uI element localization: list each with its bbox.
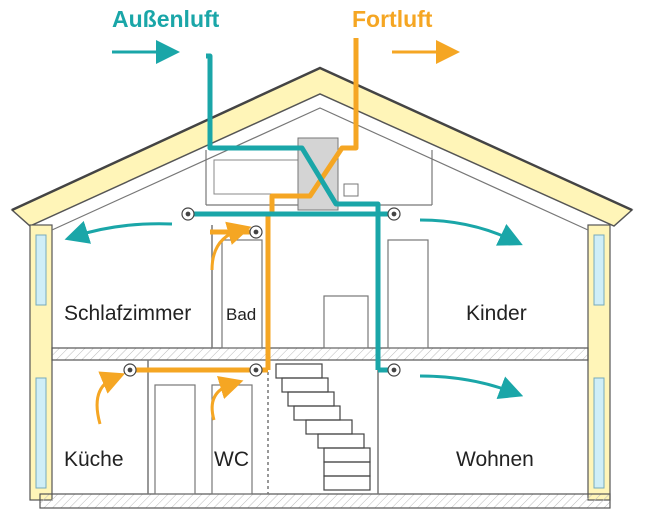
exhaust-air-label: Fortluft [352,6,433,32]
curved-arrow-icon [210,221,252,271]
air-valve-icon [387,363,401,377]
curved-arrow-icon [95,371,126,425]
curved-arrow-icon [419,374,524,399]
room-label-bedroom: Schlafzimmer [64,302,191,325]
air-valve-icon [181,207,195,221]
staircase [275,363,371,491]
air-valve-icon [249,363,263,377]
room-airflow-arrows [64,218,524,425]
outside-air-label: Außenluft [112,6,220,32]
curved-arrow-icon [419,218,523,246]
room-label-bathroom: Bad [226,305,256,324]
air-valve-icon [123,363,137,377]
air-valves [123,207,401,377]
room-label-living: Wohnen [456,448,534,471]
room-label-kitchen: Küche [64,448,124,471]
curved-arrow-icon [64,220,173,244]
exterior-walls [29,224,611,501]
room-label-toilet: WC [214,448,249,471]
room-label-children: Kinder [466,302,527,325]
air-valve-icon [387,207,401,221]
air-valve-icon [249,225,263,239]
floors [39,347,611,509]
curved-arrow-icon [210,376,244,421]
exhaust-air-duct [130,38,359,373]
